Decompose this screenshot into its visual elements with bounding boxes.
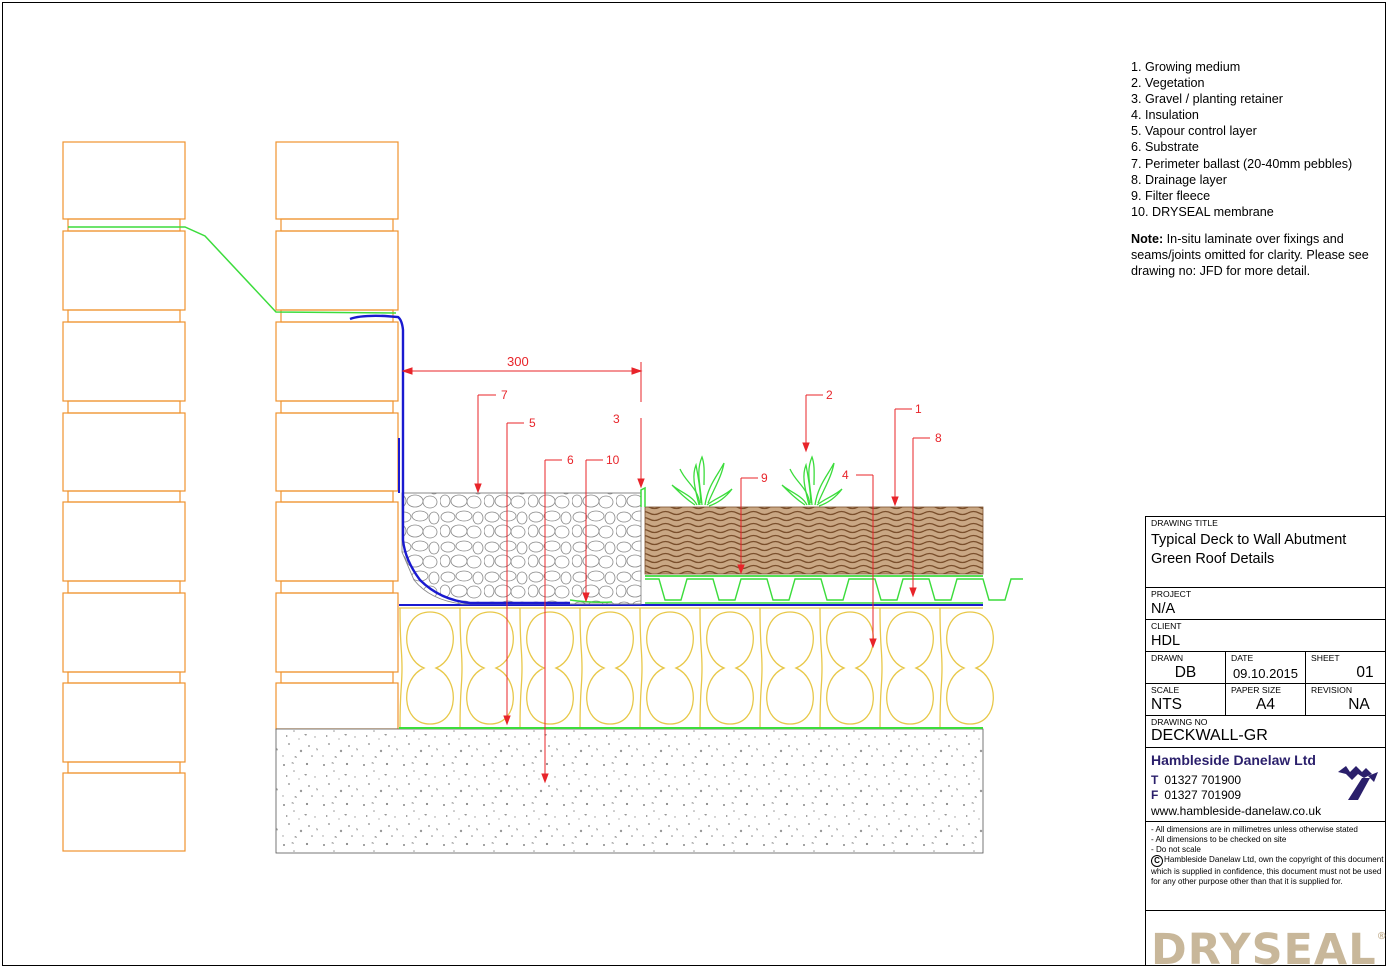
drainage-layer	[645, 578, 1023, 601]
legend-item: 8. Drainage layer	[1131, 172, 1227, 187]
dryseal-logo: DRYSEAL®	[1151, 925, 1388, 975]
paper-size-caption: PAPER SIZE	[1231, 685, 1281, 695]
tel-value: 01327 701900	[1164, 773, 1242, 787]
legend-item: 1. Growing medium	[1131, 60, 1241, 74]
callout-1: 1	[915, 402, 922, 416]
scale-value: NTS	[1151, 696, 1182, 713]
note-3: - Do not scale	[1151, 845, 1201, 855]
legend-note: Note: In-situ laminate over fixings and …	[1131, 231, 1381, 279]
substrate-deck	[275, 728, 984, 854]
project-caption: PROJECT	[1151, 589, 1192, 599]
legend-item: 7. Perimeter ballast (20-40mm pebbles)	[1131, 156, 1353, 171]
scale-row: SCALE NTS PAPER SIZE A4 REVISION NA	[1146, 684, 1386, 716]
project-value: N/A	[1151, 601, 1176, 617]
outer-wall-bricks	[62, 141, 186, 852]
drawing-title-line1: Typical Deck to Wall Abutment	[1151, 532, 1347, 548]
sheet-caption: SHEET	[1311, 653, 1340, 663]
revision-value: NA	[1348, 696, 1370, 713]
drawing-title-caption: DRAWING TITLE	[1151, 518, 1218, 528]
client-value: HDL	[1151, 633, 1181, 649]
fax-value: 01327 701909	[1164, 788, 1242, 802]
note-text: In-situ laminate over fixings and seams/…	[1131, 231, 1369, 279]
insulation-layer	[399, 607, 994, 729]
insulation-pattern	[399, 607, 994, 729]
note-1: - All dimensions are in millimetres unle…	[1151, 825, 1358, 834]
project-row: PROJECT N/A	[1146, 588, 1386, 620]
growing-medium	[644, 506, 984, 575]
planting-retainer	[640, 486, 646, 507]
membrane-upstand	[349, 314, 570, 605]
vegetation-plant-1	[671, 456, 733, 507]
title-block: DRAWING TITLE Typical Deck to Wall Abutm…	[1145, 516, 1387, 975]
tel-label: T	[1151, 773, 1159, 787]
scale-caption: SCALE	[1151, 685, 1180, 695]
legend-item: 9. Filter fleece	[1131, 188, 1211, 203]
callout-4: 4	[842, 468, 849, 482]
copyright-icon: C	[1151, 855, 1163, 868]
drawn-row: DRAWN DB DATE 09.10.2015 SHEET 01	[1146, 652, 1386, 684]
brand-registered: ®	[1376, 931, 1388, 942]
drawing-no-row: DRAWING NO DECKWALL-GR	[1146, 716, 1386, 748]
perimeter-ballast	[401, 492, 642, 605]
company-name: Hambleside Danelaw Ltd	[1151, 752, 1316, 768]
dimension-300	[401, 362, 643, 402]
callout-7: 7	[501, 388, 508, 402]
legend: 1. Growing medium 2. Vegetation 3. Grave…	[1131, 59, 1381, 279]
cavity-tray	[68, 226, 397, 314]
dimension-label: 300	[507, 354, 529, 369]
inner-wall-bricks	[275, 141, 399, 730]
note-label: Note:	[1131, 231, 1164, 246]
callout-6: 6	[567, 453, 574, 467]
callout-3: 3	[613, 412, 620, 426]
legend-item: 6. Substrate	[1131, 140, 1199, 155]
sheet-border	[2, 2, 1386, 966]
drawn-caption: DRAWN	[1151, 653, 1184, 663]
legend-list: 1. Growing medium 2. Vegetation 3. Grave…	[1131, 59, 1381, 220]
callout-2: 2	[826, 388, 833, 402]
callout-9: 9	[761, 471, 768, 485]
company-website[interactable]: www.hambleside-danelaw.co.uk	[1151, 804, 1322, 818]
callout-5: 5	[529, 416, 536, 430]
note-2: - All dimensions to be checked on site	[1151, 835, 1287, 845]
client-row: CLIENT HDL	[1146, 620, 1386, 652]
callout-8: 8	[935, 431, 942, 445]
legend-item: 5. Vapour control layer	[1131, 124, 1257, 139]
notes-block: - All dimensions are in millimetres unle…	[1146, 822, 1386, 905]
drawing-no-value: DECKWALL-GR	[1151, 727, 1268, 744]
legend-item: 10. DRYSEAL membrane	[1131, 204, 1274, 219]
vegetation-plant-2	[781, 456, 843, 507]
revision-caption: REVISION	[1311, 685, 1353, 695]
drawn-value: DB	[1174, 664, 1197, 681]
sheet-value: 01	[1356, 664, 1374, 681]
drawing-title-line2: Green Roof Details	[1151, 551, 1275, 567]
date-caption: DATE	[1231, 653, 1254, 663]
date-value: 09.10.2015	[1232, 666, 1299, 681]
callout-10: 10	[606, 453, 620, 467]
drawing-no-caption: DRAWING NO	[1151, 717, 1208, 727]
paper-size-value: A4	[1256, 696, 1275, 713]
legend-item: 3. Gravel / planting retainer	[1131, 92, 1283, 107]
copyright-text: Hambleside Danelaw Ltd, own the copyrigh…	[1151, 855, 1384, 887]
legend-item: 2. Vegetation	[1131, 76, 1205, 91]
brand-name: DRYSEAL	[1151, 925, 1377, 975]
fax-label: F	[1151, 788, 1159, 802]
client-caption: CLIENT	[1151, 621, 1182, 631]
drawing-title-row: DRAWING TITLE Typical Deck to Wall Abutm…	[1146, 517, 1386, 588]
notes-divider	[1146, 910, 1386, 911]
company-block: Hambleside Danelaw Ltd T 01327 701900 F 01…	[1146, 748, 1386, 822]
callouts	[474, 394, 930, 784]
company-logo-icon	[1338, 766, 1378, 800]
legend-item: 4. Insulation	[1131, 108, 1199, 123]
